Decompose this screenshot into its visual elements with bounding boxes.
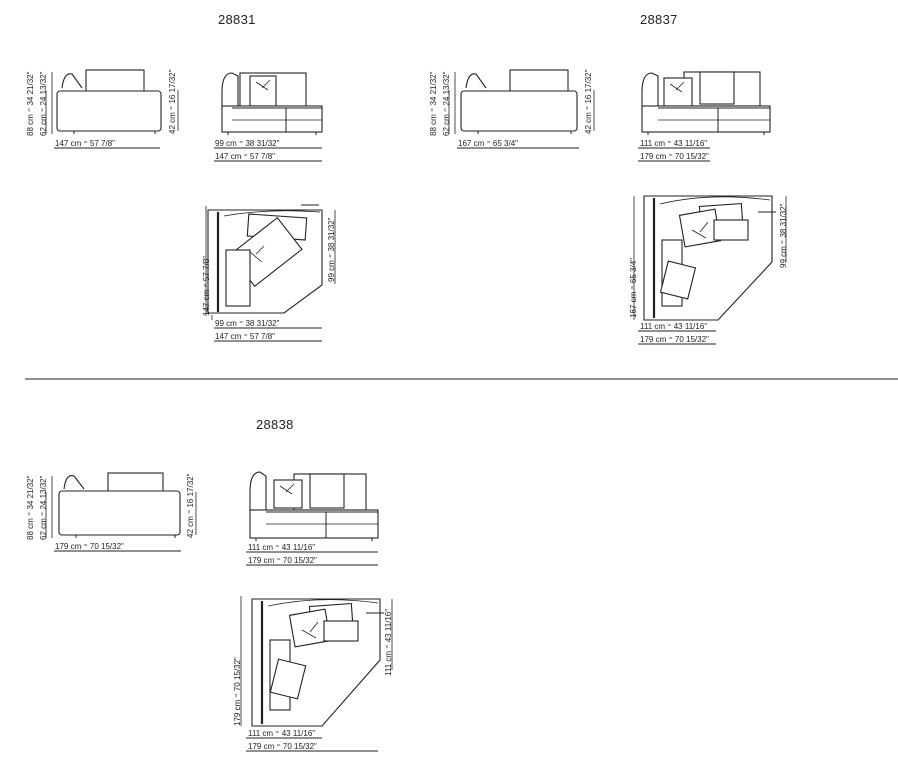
elevation-side-28831 — [214, 72, 323, 162]
dim-plan-inner-28838: 111 cm ⁼ 43 11/16" — [248, 729, 315, 738]
elevation-front-28838 — [45, 472, 197, 552]
dim-plan-width-28838: 179 cm ⁼ 70 15/32" — [248, 742, 317, 751]
dim-plan-depth-28831: 99 cm ⁼ 38 31/32" — [327, 217, 336, 282]
dim-side-width-28838: 179 cm ⁼ 70 15/32" — [248, 556, 317, 565]
dim-front-width-28837: 167 cm ⁼ 65 3/4" — [458, 139, 518, 148]
dim-plan-side-28837: 167 cm ⁼ 65 3/4" — [629, 258, 638, 318]
dim-plan-depth-28838: 111 cm ⁼ 43 11/16" — [384, 609, 393, 676]
bolster-cushion — [61, 73, 83, 89]
dim-back-height-28837: 88 cm ⁼ 34 21/32" — [429, 71, 438, 136]
model-code-28838: 28838 — [256, 417, 294, 432]
plan-view-28838 — [240, 596, 393, 752]
dim-plan-width-28837: 179 cm ⁼ 70 15/32" — [640, 335, 709, 344]
model-code-28831: 28831 — [218, 12, 256, 27]
dim-arm-height-28838: 62 cm ⁼ 24 13/32" — [39, 475, 48, 540]
elevation-front-28831 — [45, 69, 179, 149]
dim-seat-height-28831: 42 cm ⁼ 16 17/32" — [168, 69, 177, 134]
dim-seat-height-28837: 42 cm ⁼ 16 17/32" — [584, 69, 593, 134]
dim-back-height-28831: 88 cm ⁼ 34 21/32" — [26, 71, 35, 136]
sofa-body — [56, 90, 162, 132]
elevation-side-28837 — [638, 71, 771, 162]
dim-plan-side-28831: 147 cm ⁼ 57 7/8" — [202, 256, 211, 316]
dim-side-depth-28837: 111 cm ⁼ 43 11/16" — [640, 139, 707, 148]
dim-plan-inner-28837: 111 cm ⁼ 43 11/16" — [640, 322, 707, 331]
dim-seat-height-28838: 42 cm ⁼ 16 17/32" — [186, 473, 195, 538]
dim-side-width-28831: 147 cm ⁼ 57 7/8" — [215, 152, 275, 161]
plan-view-28837 — [633, 195, 787, 345]
dim-side-depth-28831: 99 cm ⁼ 38 31/32" — [215, 139, 280, 148]
dim-plan-inner-28831: 99 cm ⁼ 38 31/32" — [215, 319, 280, 328]
dim-plan-depth-28837: 99 cm ⁼ 38 31/32" — [779, 203, 788, 268]
dim-front-width-28838: 179 cm ⁼ 70 15/32" — [55, 542, 124, 551]
dim-side-depth-28838: 111 cm ⁼ 43 11/16" — [248, 543, 315, 552]
dim-front-width-28831: 147 cm ⁼ 57 7/8" — [55, 139, 115, 148]
model-code-28837: 28837 — [640, 12, 678, 27]
elevation-front-28837 — [448, 69, 595, 149]
dim-arm-height-28831: 62 cm ⁼ 24 13/32" — [39, 71, 48, 136]
plan-view-28831 — [205, 204, 336, 342]
dim-plan-side-28838: 179 cm ⁼ 70 15/32" — [233, 657, 242, 726]
back-cushion — [85, 69, 145, 93]
dim-plan-width-28831: 147 cm ⁼ 57 7/8" — [215, 332, 275, 341]
dim-back-height-28838: 88 cm ⁼ 34 21/32" — [26, 475, 35, 540]
dim-side-width-28837: 179 cm ⁼ 70 15/32" — [640, 152, 709, 161]
elevation-side-28838 — [246, 471, 379, 566]
dim-arm-height-28837: 62 cm ⁼ 24 13/32" — [442, 71, 451, 136]
